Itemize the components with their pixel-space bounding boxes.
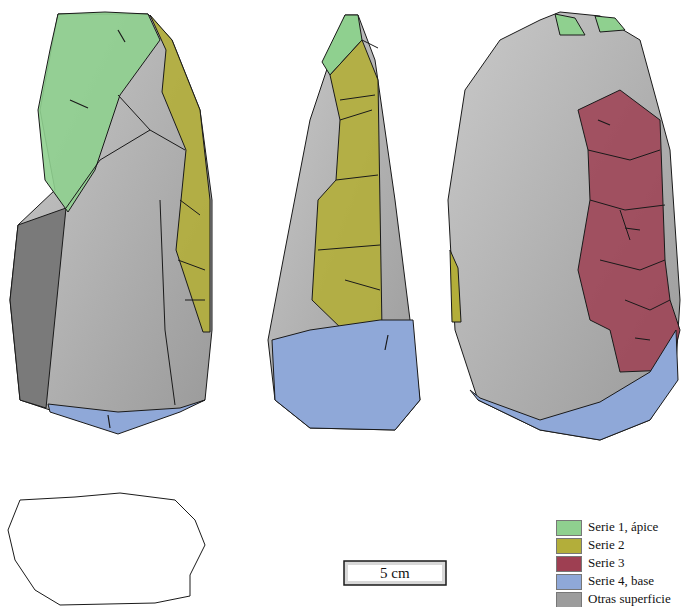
scale-bar-inner xyxy=(348,565,442,581)
legend-swatch xyxy=(556,592,582,607)
legend-text: Serie 3 xyxy=(588,555,624,571)
scale-bar xyxy=(344,561,446,585)
legend-swatch xyxy=(556,520,582,536)
view-front xyxy=(10,12,212,434)
legend-text: Otras superficie xyxy=(588,591,671,607)
legend-item: Serie 3 xyxy=(556,555,692,571)
legend-text: Serie 1, ápice xyxy=(588,519,658,535)
view-side xyxy=(268,15,420,430)
legend-item: Serie 1, ápice xyxy=(556,519,692,535)
legend-text: Serie 4, base xyxy=(588,573,654,589)
legend-text: Serie 2 xyxy=(588,537,624,553)
legend-item: Serie 2 xyxy=(556,537,692,553)
view-back xyxy=(448,12,680,440)
legend-swatch xyxy=(556,556,582,572)
scale-label: 5 cm xyxy=(380,565,410,581)
legend-item: Otras superficie xyxy=(556,591,692,607)
legend-swatch xyxy=(556,574,582,590)
legend-item: Serie 4, base xyxy=(556,573,692,589)
legend-swatch xyxy=(556,538,582,554)
cross-section xyxy=(8,493,205,605)
